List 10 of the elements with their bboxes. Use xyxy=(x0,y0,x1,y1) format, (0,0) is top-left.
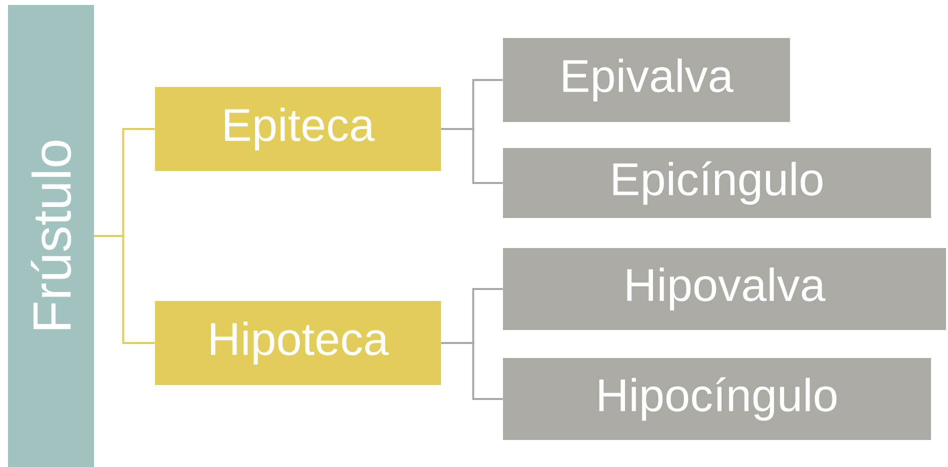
leaf-box: Hipocíngulo xyxy=(503,358,931,440)
branch-box: Hipoteca xyxy=(155,301,441,385)
branch-box: Epiteca xyxy=(155,87,441,171)
leaf-box: Hipovalva xyxy=(503,248,946,330)
leaf-box: Epivalva xyxy=(503,38,790,122)
leaf-box: Epicíngulo xyxy=(503,148,931,218)
title-bar: Frústulo xyxy=(8,5,94,467)
connector-line xyxy=(441,342,503,400)
connector-line xyxy=(441,128,503,184)
connector-line xyxy=(94,235,155,344)
